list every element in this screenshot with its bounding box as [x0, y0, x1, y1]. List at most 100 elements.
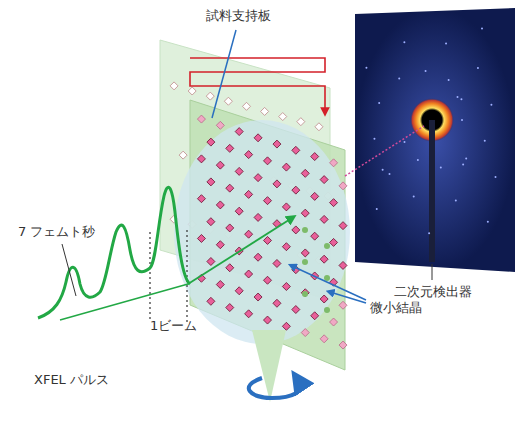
pulse-axis — [60, 284, 188, 320]
crystal-dot — [302, 259, 308, 265]
micro-crystal — [339, 182, 347, 190]
leader-arrow — [330, 292, 366, 303]
micro-crystal — [226, 304, 234, 312]
micro-crystal — [235, 167, 243, 175]
crystal-label: 微小結晶 — [370, 300, 422, 316]
micro-crystal — [245, 190, 253, 198]
diffraction-spot — [465, 158, 467, 160]
micro-crystal — [320, 255, 328, 263]
diffraction-spot — [481, 28, 483, 30]
micro-crystal — [197, 195, 205, 203]
micro-crystal — [292, 186, 300, 194]
diffraction-spot — [388, 173, 390, 175]
micro-crystal — [320, 295, 328, 303]
crystal-dot — [324, 243, 330, 249]
beam-area — [174, 120, 350, 344]
micro-crystal — [273, 140, 281, 148]
diffraction-spot — [448, 79, 450, 81]
micro-crystal — [226, 264, 234, 272]
micro-crystal — [206, 92, 214, 100]
micro-crystal — [311, 192, 319, 200]
micro-crystal — [254, 253, 262, 261]
diffraction-spot — [398, 77, 400, 79]
micro-crystal — [216, 161, 224, 169]
micro-crystal — [170, 82, 178, 90]
micro-crystal — [197, 115, 205, 123]
beam-stop — [429, 120, 435, 262]
micro-crystal — [339, 341, 347, 349]
micro-crystal — [207, 138, 215, 146]
diffraction-spot — [462, 163, 464, 165]
diffraction-spot — [460, 98, 462, 100]
diffraction-spots — [365, 28, 496, 235]
raster-path — [190, 58, 325, 112]
micro-crystal — [339, 222, 347, 230]
micro-crystal — [311, 232, 319, 240]
micro-crystal — [330, 318, 338, 326]
micro-crystal — [264, 197, 272, 205]
micro-crystal — [339, 261, 347, 269]
diffraction-spot — [495, 176, 497, 178]
micro-crystal — [292, 146, 300, 154]
leader-line — [432, 264, 433, 280]
duration-label: 7 フェムト秒 — [18, 224, 95, 240]
micro-crystal — [179, 151, 187, 159]
interval-mark — [149, 232, 150, 322]
micro-crystal — [292, 226, 300, 234]
micro-crystal — [330, 199, 338, 207]
leader-arrow — [292, 266, 366, 300]
diffraction-spot — [461, 119, 463, 121]
micro-crystal — [292, 306, 300, 314]
leader-line — [62, 244, 76, 296]
xfel-pulse — [38, 187, 190, 318]
micro-crystal — [311, 153, 319, 161]
micro-crystal — [282, 243, 290, 251]
micro-crystal — [235, 287, 243, 295]
micro-crystal — [264, 157, 272, 165]
detector-label: 二次元検出器 — [394, 284, 472, 300]
micro-crystal — [207, 258, 215, 266]
micro-crystal — [330, 238, 338, 246]
micro-crystal — [339, 301, 347, 309]
micro-crystal — [224, 97, 232, 105]
support-cone — [252, 330, 286, 402]
crystal-dot — [302, 227, 308, 233]
diffraction-spot — [445, 42, 447, 44]
micro-crystal — [245, 151, 253, 159]
pulse-label: XFEL パルス — [34, 372, 109, 388]
scatter-line — [345, 126, 424, 176]
micro-crystal — [264, 276, 272, 284]
beam-arrow — [188, 218, 292, 284]
micro-crystal — [245, 270, 253, 278]
micro-crystal — [226, 144, 234, 152]
diffraction-spot — [484, 140, 486, 142]
diffraction-spot — [440, 166, 442, 168]
crystal-dot — [324, 307, 330, 313]
diffraction-spot — [455, 200, 457, 202]
micro-crystal — [216, 201, 224, 209]
micro-crystal — [273, 299, 281, 307]
micro-crystal — [320, 335, 328, 343]
plate-label: 試料支持板 — [206, 8, 271, 24]
crystal-grid — [197, 115, 347, 349]
micro-crystal — [216, 281, 224, 289]
diffraction-spot — [457, 96, 459, 98]
diffraction-spot — [382, 169, 384, 171]
diffraction-spot — [477, 67, 479, 69]
micro-crystal — [297, 118, 305, 126]
micro-crystal — [216, 241, 224, 249]
micro-crystal — [282, 283, 290, 291]
micro-crystal — [235, 207, 243, 215]
micro-crystal — [311, 312, 319, 320]
diffraction-spot — [404, 141, 406, 143]
diffraction-spot — [425, 70, 427, 72]
micro-crystal — [282, 163, 290, 171]
micro-crystal — [254, 174, 262, 182]
micro-crystal — [279, 113, 287, 121]
micro-crystal — [320, 176, 328, 184]
micro-crystal — [282, 203, 290, 211]
crystal-dot — [302, 291, 308, 297]
micro-crystal — [245, 310, 253, 318]
micro-crystal — [226, 184, 234, 192]
micro-crystal — [235, 128, 243, 136]
